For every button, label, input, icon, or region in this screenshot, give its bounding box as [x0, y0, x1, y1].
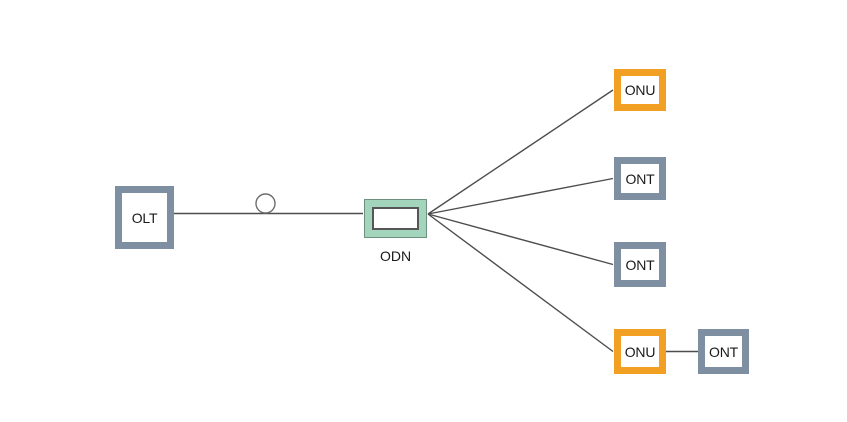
fiber-loop-icon [255, 193, 276, 214]
node-odn-label: ODN [379, 248, 412, 264]
node-onu-top-label: ONU [624, 82, 656, 98]
node-onu-bottom: ONU [614, 329, 666, 374]
node-ont-3: ONT [698, 329, 749, 374]
connector-odn-ont-2 [427, 213, 614, 266]
node-ont-2: ONT [614, 242, 666, 287]
node-ont-2-label: ONT [625, 256, 655, 273]
node-olt: OLT [115, 186, 174, 249]
node-onu-top: ONU [614, 69, 666, 111]
node-odn [364, 199, 427, 238]
odn-inner-rect [372, 207, 419, 230]
node-ont-1-label: ONT [625, 170, 655, 187]
connector-odn-onu-top [427, 89, 614, 215]
node-onu-bottom-label: ONU [624, 343, 656, 360]
node-ont-3-label: ONT [709, 343, 738, 360]
connector-odn-ont-1 [427, 177, 614, 215]
node-ont-1: ONT [614, 157, 666, 200]
connector-odn-onu-bottom [427, 213, 614, 353]
node-olt-label: OLT [131, 209, 158, 226]
